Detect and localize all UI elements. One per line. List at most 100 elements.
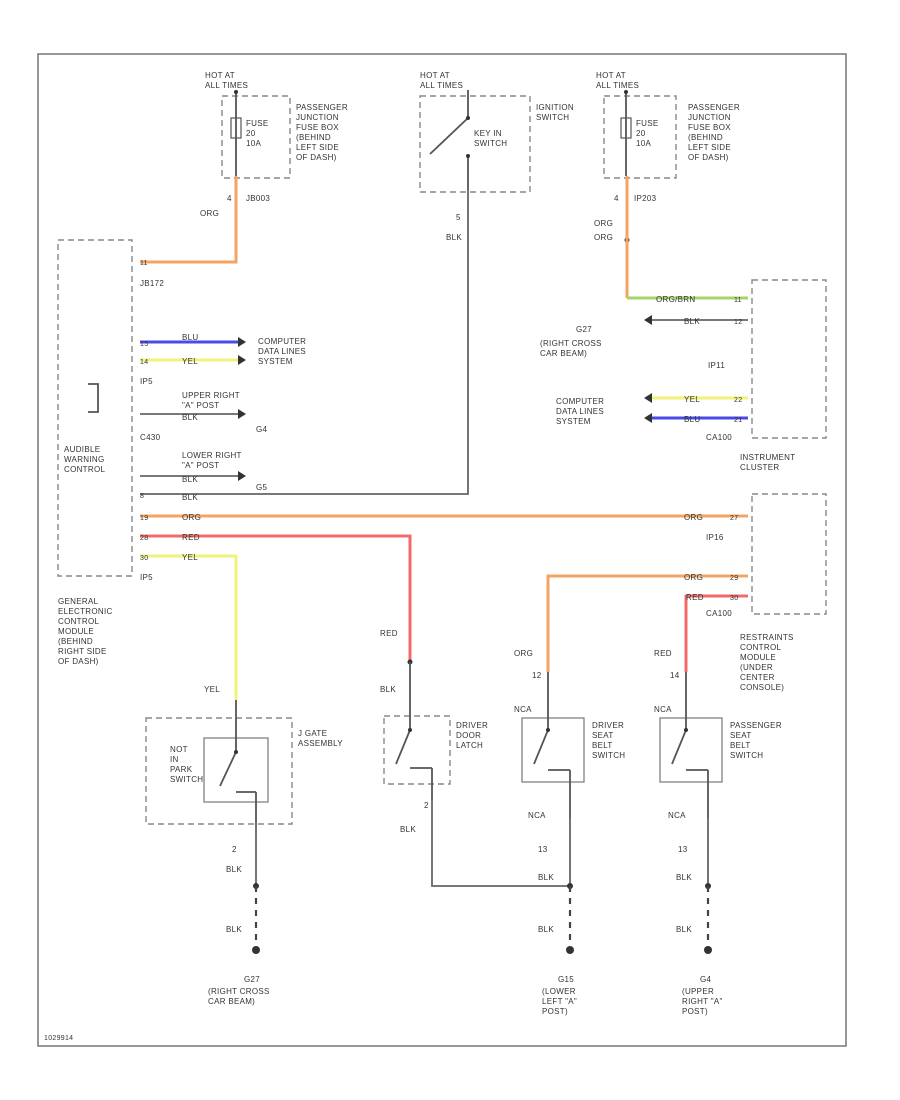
diagram-frame [37, 53, 847, 1047]
wire-label-yel-park: YEL [204, 685, 220, 694]
g27-label: G27 [576, 325, 592, 334]
nca-drv2: NCA [528, 811, 546, 820]
driver-door-latch-box [383, 715, 451, 785]
nca-drv: NCA [514, 705, 532, 714]
wire-label-blk-pass2: BLK [676, 925, 692, 934]
g27b-label: G27 [244, 975, 260, 984]
wire-label-blu-1: BLU [182, 333, 198, 342]
g5-label: G5 [256, 483, 268, 492]
pin-drv: 12 [532, 671, 542, 680]
wire-label-yel-gem: YEL [182, 553, 198, 562]
pin-19: 19 [140, 515, 148, 522]
wire-org-rcm-to-driver [546, 574, 748, 672]
j-gate-box [145, 717, 293, 825]
ip11-label: IP11 [708, 361, 725, 370]
pin-28: 28 [140, 535, 148, 542]
wire-label-blk-g5: BLK [182, 475, 198, 484]
pin-rcm-29: 29 [730, 575, 738, 582]
pin-27: 27 [730, 515, 738, 522]
conn-jb003: JB003 [246, 194, 270, 203]
wire-label-red-latch: RED [380, 629, 398, 638]
wire-label-red-rcm: RED [686, 593, 704, 602]
ignition-switch-box [419, 95, 531, 193]
pin-rcm-30: 30 [730, 595, 738, 602]
ground-g15-icon [566, 946, 574, 954]
ip5b-label: IP5 [140, 573, 153, 582]
ip16-label: IP16 [706, 533, 724, 542]
gem-conn-top: JB172 [140, 279, 164, 288]
gem-module-box [57, 239, 133, 577]
pin-latch: 2 [424, 801, 429, 810]
wire-label-red-pass: RED [654, 649, 672, 658]
pin-30: 30 [140, 555, 148, 562]
conn-ip203-pin: 4 [614, 194, 619, 203]
wire-label-blk-g4: BLK [182, 413, 198, 422]
wire-label-org-gem: ORG [182, 513, 201, 522]
g15-label: G15 [558, 975, 574, 984]
pin-blu-ic: 21 [734, 417, 742, 424]
ip5-label: IP5 [140, 377, 153, 386]
wire-label-blk-park2: BLK [226, 925, 242, 934]
ignition-pin: 5 [456, 213, 461, 222]
g4b-label: G4 [700, 975, 712, 984]
ca100-b: CA100 [706, 609, 732, 618]
rcm-box [751, 493, 827, 615]
wire-label-blk-key: BLK [182, 493, 198, 502]
passenger-seat-belt-box [659, 717, 723, 783]
wire-label-yel-ic: YEL [684, 395, 700, 404]
pin-pass2: 13 [678, 845, 688, 854]
ground-g4b-icon [704, 946, 712, 954]
wire-label-blk-ign: BLK [446, 233, 462, 242]
pin-park: 2 [232, 845, 237, 854]
gem-conn-top-pin: 11 [140, 260, 148, 267]
fuse-box-3 [603, 95, 677, 179]
audible-bracket [88, 383, 99, 413]
wire-label-blk-drv1: BLK [538, 873, 554, 882]
upper-right-a-post: UPPER RIGHT"A" POST [182, 391, 240, 410]
wire-label-blk-ic: BLK [684, 317, 700, 326]
pin-ic-12: 12 [734, 319, 742, 326]
wire-label-org-rcm: ORG [684, 513, 703, 522]
conn-jb003-pin: 4 [227, 194, 232, 203]
lower-right-a-post: LOWER RIGHT"A" POST [182, 451, 242, 470]
wire-label-org-3b: ORG [594, 233, 613, 242]
pin-8: 8 [140, 493, 144, 500]
instrument-cluster-box [751, 279, 827, 439]
wire-label-blk-drv2: BLK [538, 925, 554, 934]
wire-red-gem-to-latch [140, 534, 412, 660]
pin-yel-1: 14 [140, 359, 148, 366]
ca100-a: CA100 [706, 433, 732, 442]
nca-pass2: NCA [668, 811, 686, 820]
wire-label-blk-latch2: BLK [400, 825, 416, 834]
wire-blk-key-in [140, 190, 469, 495]
wire-yel-gem-to-park [140, 554, 238, 700]
fuse-box-1 [221, 95, 291, 179]
nca-pass: NCA [654, 705, 672, 714]
wire-label-blk-latch: BLK [380, 685, 396, 694]
g4-label: G4 [256, 425, 268, 434]
c430-label: C430 [140, 433, 161, 442]
fuse-1-icon [230, 117, 242, 139]
wire-label-org-3a: ORG [594, 219, 613, 228]
wire-label-blk-pass1: BLK [676, 873, 692, 882]
pin-blu-1: 15 [140, 341, 148, 348]
